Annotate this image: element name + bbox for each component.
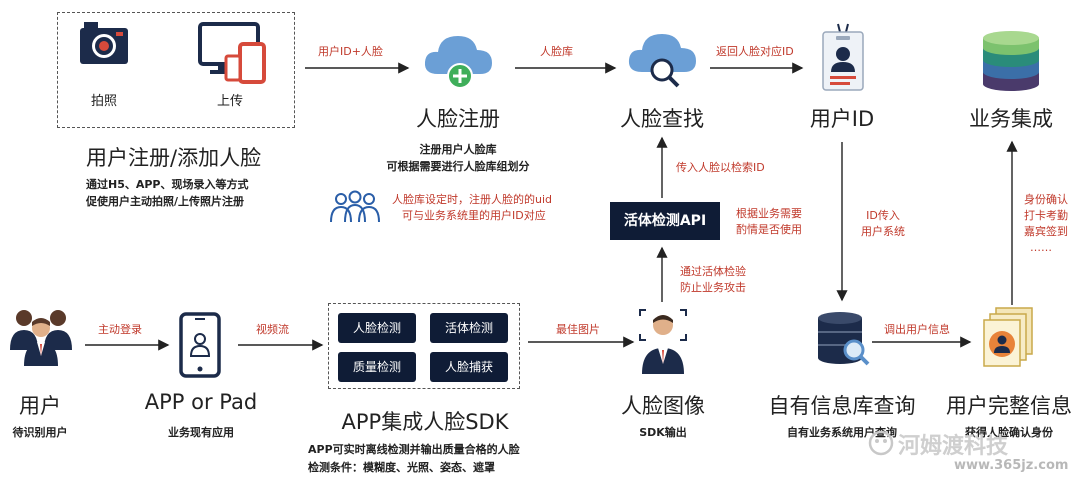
face-register-note-2: 可与业务系统里的用户ID对应 <box>402 209 546 222</box>
register-title: 用户注册/添加人脸 <box>86 146 262 170</box>
label-liveness-note-2: 防止业务攻击 <box>680 281 746 294</box>
face-register-note-1: 人脸库设定时，注册人脸的的uid <box>392 193 553 206</box>
sdk-title: APP集成人脸SDK <box>341 410 509 434</box>
face-register-desc-1: 注册用户人脸库 <box>419 143 497 156</box>
cloud-add-icon <box>420 28 498 94</box>
sdk-desc-2: 检测条件：模糊度、光照、姿态、遮罩 <box>308 461 495 474</box>
label-video-stream: 视频流 <box>256 323 289 336</box>
watermark-brand: 河姆渡科技 <box>898 434 1009 459</box>
sdk-box <box>328 303 520 389</box>
db-query-desc: 自有业务系统用户查询 <box>787 426 897 439</box>
face-image-title: 人脸图像 <box>621 394 705 418</box>
business-use-2: 打卡考勤 <box>1024 209 1068 222</box>
chip-face-detect: 人脸检测 <box>338 313 416 343</box>
label-best-image: 最佳图片 <box>556 323 600 336</box>
business-use-1: 身份确认 <box>1024 193 1068 206</box>
full-info-desc: 获得人脸确认身份 <box>965 426 1053 439</box>
label-active-login: 主动登录 <box>98 323 142 336</box>
app-title: APP or Pad <box>144 390 258 414</box>
database-stack-icon <box>978 28 1044 98</box>
face-register-title: 人脸注册 <box>416 107 500 131</box>
users-group-icon <box>4 306 78 372</box>
upload-label: 上传 <box>216 94 243 109</box>
full-info-title: 用户完整信息 <box>946 394 1072 418</box>
db-query-title: 自有信息库查询 <box>768 394 916 418</box>
face-register-desc-2: 可根据需要进行人脸库组划分 <box>386 160 530 173</box>
user-title: 用户 <box>19 394 61 418</box>
camera-icon <box>78 20 130 72</box>
face-scan-person-icon <box>638 306 688 380</box>
people-group-icon <box>326 190 384 228</box>
watermark-logo-icon <box>868 430 894 460</box>
cloud-search-icon <box>624 26 702 94</box>
label-face-lib: 人脸库 <box>540 45 573 58</box>
user-desc: 待识别用户 <box>12 426 68 439</box>
chip-quality-detect: 质量检测 <box>338 352 416 382</box>
devices-icon <box>196 22 268 88</box>
user-id-title: 用户ID <box>809 107 875 131</box>
label-as-needed-1: 根据业务需要 <box>736 207 802 220</box>
business-use-3: 嘉宾签到 <box>1024 225 1068 238</box>
liveness-api-box: 活体检测API <box>610 202 720 240</box>
face-search-title: 人脸查找 <box>620 107 704 131</box>
watermark-url: www.365jz.com <box>954 458 1069 473</box>
business-use-4: …… <box>1030 241 1052 254</box>
photo-label: 拍照 <box>90 94 117 109</box>
label-send-face: 传入人脸以检索ID <box>676 161 765 174</box>
label-liveness-note-1: 通过活体检验 <box>680 265 746 278</box>
phone-face-icon <box>178 312 222 382</box>
watermark: 河姆渡科技 www.365jz.com <box>868 428 1068 478</box>
user-documents-icon <box>980 306 1038 374</box>
register-source-box <box>57 12 295 128</box>
business-title: 业务集成 <box>969 107 1053 131</box>
sdk-desc-1: APP可实时离线检测并输出质量合格的人脸 <box>308 443 520 456</box>
label-userid-face: 用户ID+人脸 <box>318 45 383 58</box>
register-desc-2: 促使用户主动拍照/上传照片注册 <box>86 195 245 208</box>
app-desc: 业务现有应用 <box>168 426 234 439</box>
label-as-needed-2: 酌情是否使用 <box>736 223 802 236</box>
face-image-desc: SDK输出 <box>639 426 687 439</box>
chip-liveness-detect: 活体检测 <box>430 313 508 343</box>
id-badge-icon <box>818 22 868 96</box>
label-id-in-2: 用户系统 <box>861 225 905 238</box>
database-search-icon <box>814 308 872 374</box>
label-return-id: 返回人脸对应ID <box>716 45 794 58</box>
register-desc-1: 通过H5、APP、现场录入等方式 <box>86 178 249 191</box>
label-id-in-1: ID传入 <box>866 209 900 222</box>
chip-face-capture: 人脸捕获 <box>430 352 508 382</box>
label-call-info: 调出用户信息 <box>884 323 950 336</box>
